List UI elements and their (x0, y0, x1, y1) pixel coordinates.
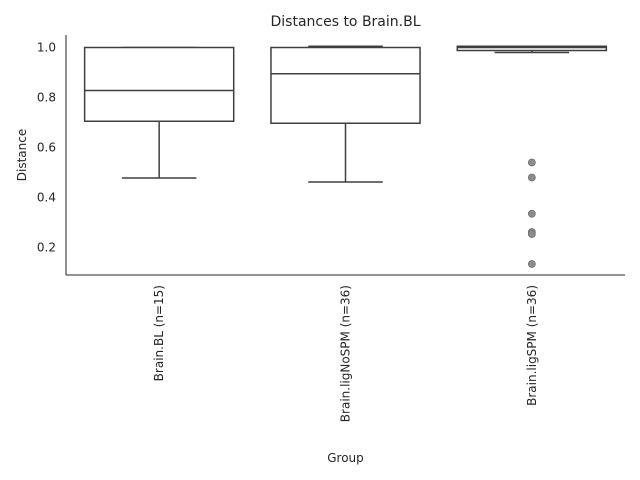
x-tick-label: Brain.ligSPM (n=36) (525, 285, 539, 406)
y-axis-label: Distance (15, 129, 29, 181)
y-tick-label: 1.0 (37, 41, 56, 55)
box (456, 45, 608, 52)
outlier-point (527, 173, 536, 182)
outlier-point (527, 209, 536, 218)
chart-title: Distances to Brain.BL (270, 14, 420, 30)
y-tick-label: 0.2 (37, 241, 56, 255)
box (270, 46, 421, 124)
outlier-point (527, 230, 536, 238)
y-tick-label: 0.6 (37, 141, 56, 155)
outlier-point (527, 260, 536, 268)
y-tick-label: 0.8 (37, 91, 56, 105)
outlier-point (527, 158, 536, 167)
x-axis-label: Group (327, 451, 364, 465)
y-tick-label: 0.4 (37, 191, 56, 205)
box (83, 46, 235, 122)
x-tick-label: Brain.ligNoSPM (n=36) (339, 285, 353, 422)
x-tick-label: Brain.BL (n=15) (152, 285, 166, 381)
